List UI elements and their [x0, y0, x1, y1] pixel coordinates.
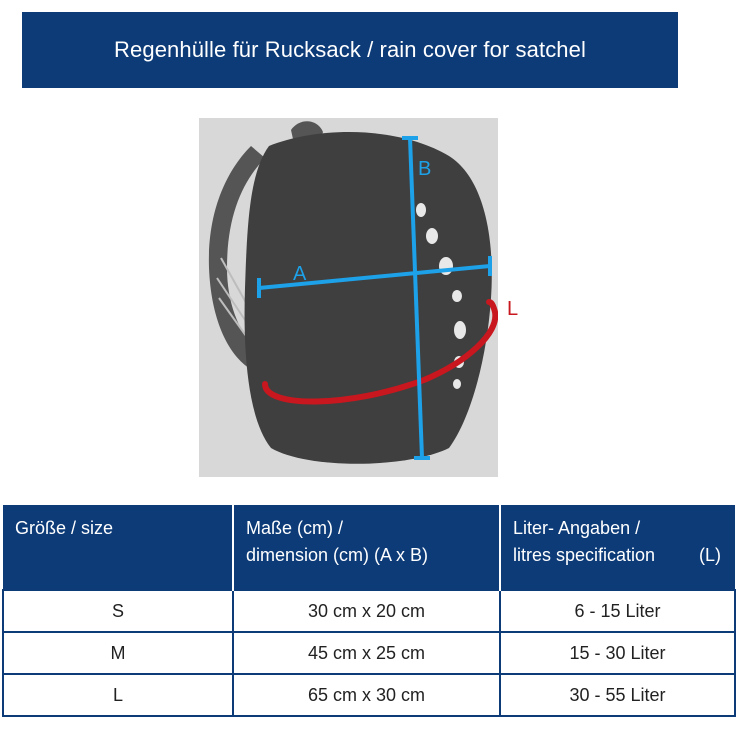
banner-title: Regenhülle für Rucksack / rain cover for…: [114, 37, 586, 62]
zipper-dot: [452, 290, 462, 302]
cell-litres: 30 - 55 Liter: [499, 673, 736, 717]
header-litres: Liter- Angaben / litres specification (L…: [499, 505, 735, 590]
cell-size: L: [2, 673, 234, 717]
table-row: S 30 cm x 20 cm 6 - 15 Liter: [2, 589, 736, 633]
cell-litres: 6 - 15 Liter: [499, 589, 736, 633]
table-row: L 65 cm x 30 cm 30 - 55 Liter: [2, 673, 736, 717]
zipper-dot: [454, 321, 466, 339]
backpack-diagram: A B L: [199, 118, 518, 477]
strap-webbing: [216, 257, 250, 341]
circumference-line-l: [262, 299, 498, 405]
dimension-line-a: [258, 264, 491, 290]
header-size: Größe / size: [3, 505, 233, 590]
title-banner: Regenhülle für Rucksack / rain cover for…: [22, 12, 678, 88]
label-b: B: [418, 158, 431, 180]
dimension-line-b: [408, 137, 424, 459]
backpack-body: [244, 132, 492, 464]
cell-litres: 15 - 30 Liter: [499, 631, 736, 675]
table-header-row: Größe / size Maße (cm) / dimension (cm) …: [3, 505, 735, 590]
shoulder-strap: [208, 146, 265, 368]
header-dimension: Maße (cm) / dimension (cm) (A x B): [232, 505, 500, 590]
label-l: L: [507, 298, 519, 320]
label-a: A: [293, 263, 307, 285]
zipper-dot: [453, 379, 461, 389]
cell-size: M: [2, 631, 234, 675]
size-table: Größe / size Maße (cm) / dimension (cm) …: [2, 505, 736, 717]
table-row: M 45 cm x 25 cm 15 - 30 Liter: [2, 631, 736, 675]
cell-size: S: [2, 589, 234, 633]
cell-dimension: 65 cm x 30 cm: [232, 673, 501, 717]
zipper-dot: [416, 203, 426, 217]
cell-dimension: 30 cm x 20 cm: [232, 589, 501, 633]
zipper-dot: [426, 228, 438, 244]
cell-dimension: 45 cm x 25 cm: [232, 631, 501, 675]
backpack-illustration: A B: [199, 118, 498, 477]
